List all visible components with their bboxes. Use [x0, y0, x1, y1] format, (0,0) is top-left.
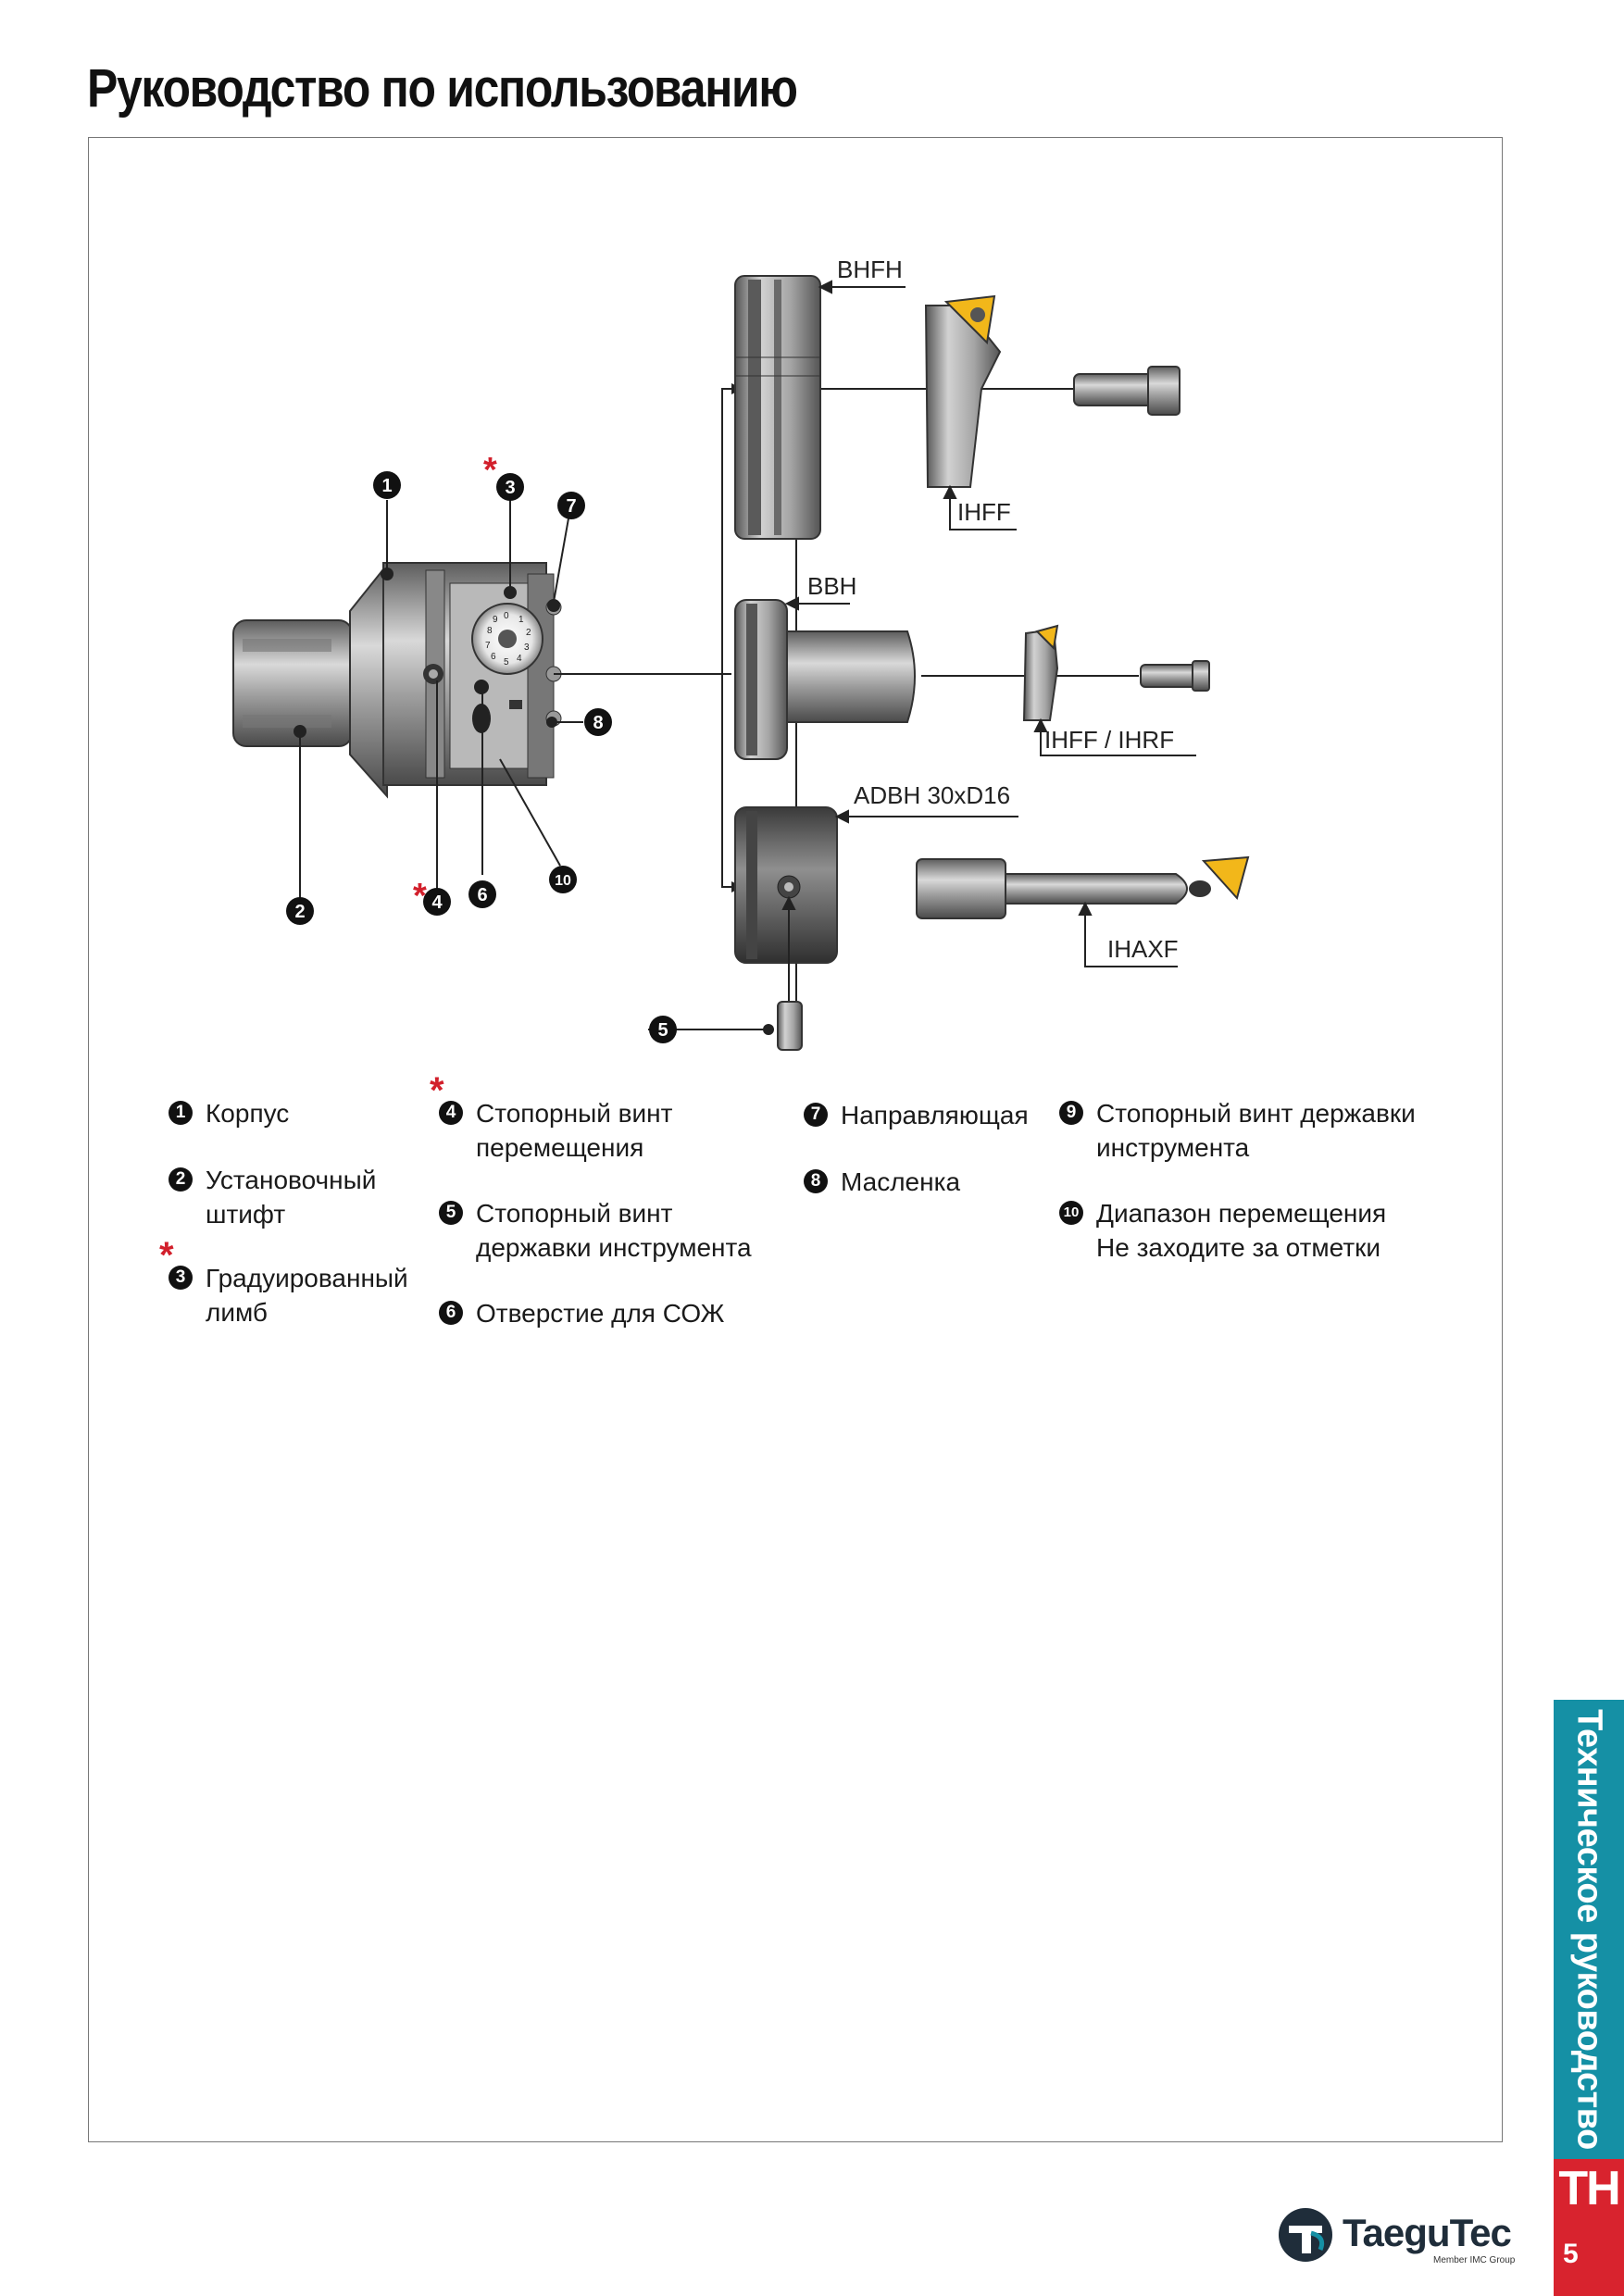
svg-text:1: 1: [381, 476, 392, 496]
label-bbh: BBH: [807, 572, 856, 600]
svg-text:6: 6: [491, 652, 496, 662]
callout-5: 5: [649, 1016, 677, 1043]
legend-text: Стопорный винт державки инструмента: [1096, 1099, 1416, 1162]
svg-text:4: 4: [517, 654, 522, 664]
legend-item-6: 6 Отверстие для СОЖ: [439, 1296, 724, 1330]
section-code-tab: TH 5: [1554, 2159, 1624, 2296]
callout-1: 1: [373, 471, 401, 499]
svg-text:10: 10: [555, 873, 571, 889]
svg-text:9: 9: [493, 615, 498, 625]
legend-number-badge: 2: [169, 1167, 193, 1192]
legend-text: Диапазон перемещения Не заходите за отме…: [1096, 1199, 1387, 1262]
page-title: Руководство по использованию: [87, 58, 798, 119]
callout-badges: 1 2 3 4 5 6 7 8 10: [286, 471, 677, 1043]
legend-item-1: 1 Корпус: [169, 1096, 289, 1130]
legend-item-5: 5 Стопорный винт державки инструмента: [439, 1196, 752, 1265]
taegutec-logo-icon: [1279, 2208, 1332, 2262]
star-icon: *: [430, 1070, 444, 1111]
legend-number-badge: 6: [439, 1301, 463, 1325]
svg-text:7: 7: [485, 641, 491, 651]
callout-6: 6: [468, 880, 496, 908]
assembly-diagram: 0 1 2 3 4 5 6 7 8 9: [232, 256, 1250, 1051]
dial-digits: 0 1 2 3 4 5 6 7 8 9: [485, 611, 531, 668]
svg-text:1: 1: [518, 615, 524, 625]
legend-item-2: 2 Установочный штифт: [169, 1163, 376, 1231]
ihff-ihrf-cartridge: [1022, 624, 1059, 721]
legend-text: Масленка: [841, 1167, 961, 1196]
svg-text:2: 2: [526, 628, 531, 638]
legend-item-8: 8 Масленка: [804, 1165, 960, 1199]
brand-subtitle: Member IMC Group: [1433, 2255, 1516, 2265]
legend-text: Градуированный лимб: [206, 1264, 408, 1327]
svg-text:0: 0: [504, 611, 509, 621]
section-code: TH: [1558, 2162, 1620, 2215]
bhfh-holder: [734, 275, 821, 540]
legend-number-badge: 10: [1059, 1201, 1083, 1225]
svg-text:5: 5: [657, 1020, 668, 1041]
svg-text:7: 7: [566, 496, 576, 517]
legend-item-3: * 3 Градуированный лимб: [159, 1237, 408, 1329]
callout-4: 4: [423, 888, 451, 916]
legend-item-10: 10 Диапазон перемещения Не заходите за о…: [1059, 1196, 1386, 1265]
svg-text:4: 4: [431, 892, 443, 913]
small-insert-icon: [1035, 624, 1059, 651]
svg-text:8: 8: [593, 713, 603, 733]
legend-text: Стопорный винт державки инструмента: [476, 1199, 752, 1262]
legend-number-badge: 1: [169, 1101, 193, 1125]
label-adbh: ADBH 30xD16: [854, 781, 1010, 809]
boring-insert-icon: [1201, 855, 1250, 901]
star-icon: *: [159, 1235, 174, 1276]
adbh-holder: [734, 806, 838, 964]
section-label: Техническое руководство: [1569, 1709, 1609, 2150]
legend-number-badge: 7: [804, 1103, 828, 1127]
legend-number-badge: 9: [1059, 1101, 1083, 1125]
callout-3: 3: [496, 473, 524, 501]
legend-number-badge: 5: [439, 1201, 463, 1225]
section-side-tab[interactable]: Техническое руководство: [1554, 1700, 1624, 2159]
label-ihff: IHFF: [957, 498, 1011, 526]
legend-text: Стопорный винт перемещения: [476, 1099, 673, 1162]
carbide-insert-icon: [943, 294, 996, 345]
legend-text: Отверстие для СОЖ: [476, 1299, 725, 1328]
callout-2: 2: [286, 897, 314, 925]
svg-text:3: 3: [505, 478, 515, 498]
svg-text:8: 8: [487, 626, 493, 636]
legend-item-9: 9 Стопорный винт державки инструмента: [1059, 1096, 1416, 1165]
ihaxf-bar: [916, 855, 1250, 919]
svg-text:2: 2: [294, 902, 305, 922]
legend-text: Установочный штифт: [206, 1166, 377, 1229]
legend-number-badge: 3: [169, 1266, 193, 1290]
taegutec-logo: TaeguTec Member IMC Group: [1276, 2202, 1518, 2268]
leader-dots: [294, 568, 774, 1035]
brand-name: TaeguTec: [1343, 2211, 1512, 2254]
callout-8: 8: [584, 708, 612, 736]
legend-number-badge: 4: [439, 1101, 463, 1125]
legend-item-7: 7 Направляющая: [804, 1098, 1029, 1132]
label-ihaxf: IHAXF: [1107, 935, 1179, 963]
star-icon: *: [483, 451, 497, 490]
content-frame: [88, 137, 1503, 2142]
bbh-holder: [734, 599, 916, 760]
svg-text:5: 5: [504, 657, 509, 668]
svg-text:3: 3: [524, 643, 530, 653]
warning-stars: * *: [413, 451, 497, 916]
clamp-screw: [777, 1001, 803, 1051]
legend-text: Направляющая: [841, 1101, 1029, 1129]
svg-text:6: 6: [477, 885, 487, 905]
callout-7: 7: [557, 492, 585, 519]
label-bhfh: BHFH: [837, 256, 903, 283]
label-ihff-ihrf: IHFF / IHRF: [1044, 726, 1174, 754]
callout-10: 10: [549, 866, 577, 893]
star-icon: *: [413, 877, 427, 916]
legend-text: Корпус: [206, 1099, 290, 1128]
screw-1: [1073, 366, 1181, 416]
ihff-cartridge: [924, 294, 1002, 488]
legend-number-badge: 8: [804, 1169, 828, 1193]
boring-head-body: [232, 562, 562, 799]
page-number: 5: [1563, 2239, 1579, 2269]
screw-2: [1140, 660, 1210, 692]
legend-item-4: * 4 Стопорный винт перемещения: [430, 1072, 673, 1165]
